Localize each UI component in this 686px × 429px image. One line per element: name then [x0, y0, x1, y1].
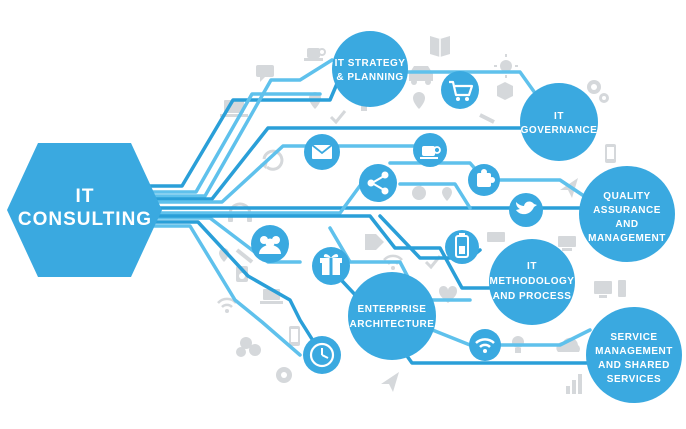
battery-icon: [445, 230, 479, 264]
tag-icon: [365, 234, 384, 250]
monitor-icon: [558, 236, 576, 251]
service-label-line: MANAGEMENT: [595, 346, 673, 357]
cloud-icon: [556, 337, 580, 352]
book-icon: [430, 36, 450, 57]
gears-icon: [276, 367, 292, 383]
envelope-icon: [304, 134, 340, 170]
service-label-line: AND PROCESS: [493, 291, 572, 302]
people-icon: [251, 225, 289, 263]
service-label-line: SERVICE: [610, 332, 657, 343]
pin-icon: [413, 92, 425, 109]
paper-plane-icon: [381, 372, 399, 392]
gears-icon: [587, 80, 609, 103]
cart-icon: [441, 71, 479, 109]
hub-label-line-1: IT: [76, 186, 95, 207]
service-quality-assurance-and-management: QUALITY ASSURANCE AND MANAGEMENT: [579, 166, 675, 262]
service-label-line: AND SHARED: [598, 360, 670, 371]
hub-label-line-2: CONSULTING: [18, 209, 152, 230]
share-icon: [359, 164, 397, 202]
bird-icon: [509, 193, 543, 227]
service-label-line: IT: [527, 261, 537, 272]
service-label-line: MANAGEMENT: [588, 233, 666, 244]
service-enterprise-architecture: ENTERPRISE ARCHITECTURE: [348, 272, 436, 360]
coffee-cup-icon: [304, 48, 326, 61]
puzzle-icon: [468, 164, 500, 196]
service-label-line: SERVICES: [607, 374, 661, 385]
box-icon: [497, 82, 513, 100]
sun-icon: [494, 54, 518, 78]
service-label-line: QUALITY: [603, 191, 650, 202]
cycle-icon: [260, 149, 284, 171]
speaker-icon: [236, 266, 248, 282]
service-label-line: ENTERPRISE: [358, 304, 427, 315]
car-icon: [409, 66, 433, 85]
service-it-governance: IT GOVERNANCE: [520, 83, 598, 161]
service-label-line: & PLANNING: [336, 72, 403, 83]
monitor-icon: [594, 280, 626, 298]
chat-icon: [256, 65, 274, 82]
service-it-methodology-and-process: IT METHODOLOGY AND PROCESS: [489, 239, 575, 325]
coffee-icon: [413, 133, 447, 167]
check-icon: [329, 110, 347, 125]
phone-icon: [289, 326, 300, 346]
service-label-line: ASSURANCE: [593, 205, 661, 216]
pencil-icon: [479, 113, 495, 124]
service-label-line: GOVERNANCE: [521, 125, 598, 136]
wifi-icon: [217, 297, 237, 313]
gears-icon: [236, 337, 261, 357]
wifi-icon: [469, 329, 501, 361]
service-label-line: METHODOLOGY: [490, 276, 575, 287]
it-consulting-hub: IT CONSULTING: [7, 143, 162, 277]
clock-icon: [303, 336, 341, 374]
bar-chart-icon: [566, 374, 582, 394]
service-label-line: ARCHITECTURE: [350, 319, 435, 330]
service-label-line: AND: [615, 219, 638, 230]
pencil-icon: [235, 248, 254, 264]
phone-icon: [605, 144, 616, 163]
pin-icon: [442, 187, 452, 201]
gift-icon: [312, 247, 350, 285]
service-service-management-and-shared-services: SERVICE MANAGEMENT AND SHARED SERVICES: [586, 307, 682, 403]
service-label-line: IT STRATEGY: [335, 58, 406, 69]
keyboard-icon: [487, 232, 505, 242]
service-label-line: IT: [554, 111, 564, 122]
service-it-strategy-and-planning: IT STRATEGY & PLANNING: [332, 31, 408, 107]
